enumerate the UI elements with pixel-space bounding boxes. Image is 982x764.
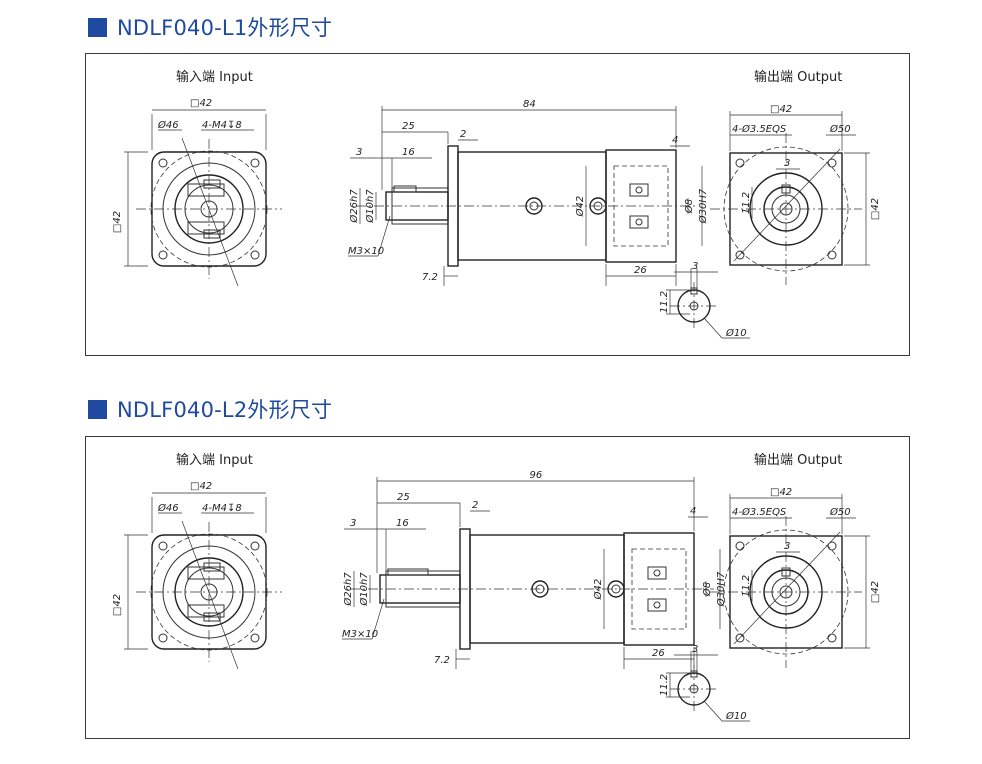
output-end-view — [710, 494, 870, 668]
dim-25: 25 — [402, 121, 415, 132]
dim-4: 4 — [690, 506, 696, 517]
dim-total-length: 96 — [530, 470, 543, 481]
dim-output-pcd: Ø50 — [829, 506, 851, 518]
dim-detail-d: Ø10 — [725, 710, 747, 722]
dim-26h7: Ø26h7 — [348, 189, 360, 224]
dim-input-side: □42 — [112, 594, 123, 616]
dim-output-square: □42 — [770, 104, 792, 115]
title-bullet — [88, 17, 107, 37]
dim-output-square: □42 — [770, 487, 792, 498]
dim-25: 25 — [397, 492, 410, 503]
section-title-l1: NDLF040-L1外形尺寸 — [88, 14, 332, 40]
dim-7-2: 7.2 — [422, 272, 438, 283]
dim-2: 2 — [472, 500, 478, 511]
input-end-view — [124, 492, 282, 670]
dim-16: 16 — [402, 147, 415, 158]
dim-input-side: □42 — [112, 211, 123, 233]
dim-detail-key: 3 — [692, 261, 698, 272]
dim-output-side: □42 — [870, 198, 881, 220]
shaft-detail-view — [666, 268, 750, 339]
dim-3: 3 — [356, 147, 362, 158]
dim-8: Ø8 — [683, 199, 695, 214]
dim-26h7: Ø26h7 — [342, 572, 354, 607]
dim-26: 26 — [634, 265, 647, 276]
dim-2: 2 — [460, 129, 466, 140]
dim-output-side: □42 — [870, 581, 881, 603]
dim-10h7: Ø10h7 — [364, 189, 376, 224]
title-bullet — [88, 399, 107, 419]
dim-output-holes: 4-Ø3.5EQS — [732, 506, 787, 518]
dim-10h7: Ø10h7 — [358, 572, 370, 607]
output-label: 输出端 Output — [754, 69, 842, 85]
dim-total-length: 84 — [523, 99, 536, 110]
dim-m3: M3×10 — [342, 629, 378, 640]
dim-output-keyh: 11.2 — [741, 192, 752, 214]
dim-30h7: Ø30H7 — [697, 188, 709, 224]
side-view — [348, 106, 703, 286]
side-view — [342, 477, 721, 669]
dim-input-holes: 4-M4↧8 — [202, 503, 242, 514]
dim-detail-keyh: 11.2 — [659, 291, 670, 313]
dim-7-2: 7.2 — [434, 655, 450, 666]
dim-output-holes: 4-Ø3.5EQS — [732, 123, 787, 135]
dim-detail-key: 3 — [692, 644, 698, 655]
dim-detail-d: Ø10 — [725, 327, 747, 339]
title-text: NDLF040-L1外形尺寸 — [117, 16, 333, 40]
dim-input-square: □42 — [190, 481, 212, 492]
dim-26: 26 — [652, 648, 665, 659]
dim-detail-keyh: 11.2 — [659, 674, 670, 696]
dim-output-pcd: Ø50 — [829, 123, 851, 135]
dim-42: Ø42 — [574, 196, 586, 218]
dim-4: 4 — [672, 135, 678, 146]
dim-output-keyh: 11.2 — [741, 575, 752, 597]
dim-input-pcd: Ø46 — [157, 119, 179, 131]
shaft-detail-view — [666, 651, 750, 722]
dim-16: 16 — [396, 518, 409, 529]
section-title-l2: NDLF040-L2外形尺寸 — [88, 396, 332, 422]
input-end-view — [124, 109, 282, 287]
dim-output-key: 3 — [784, 158, 790, 169]
dim-output-key: 3 — [784, 541, 790, 552]
dim-3: 3 — [350, 518, 356, 529]
title-text: NDLF040-L2外形尺寸 — [117, 398, 333, 422]
input-label: 输入端 Input — [176, 452, 253, 468]
dim-input-holes: 4-M4↧8 — [202, 120, 242, 131]
dim-30h7: Ø30H7 — [715, 571, 727, 607]
output-end-view — [710, 111, 870, 285]
dim-42: Ø42 — [592, 579, 604, 601]
dim-input-pcd: Ø46 — [157, 502, 179, 514]
dim-8: Ø8 — [701, 582, 713, 597]
input-label: 输入端 Input — [176, 69, 253, 85]
dim-m3: M3×10 — [348, 246, 384, 257]
dim-input-square: □42 — [190, 98, 212, 109]
output-label: 输出端 Output — [754, 452, 842, 468]
